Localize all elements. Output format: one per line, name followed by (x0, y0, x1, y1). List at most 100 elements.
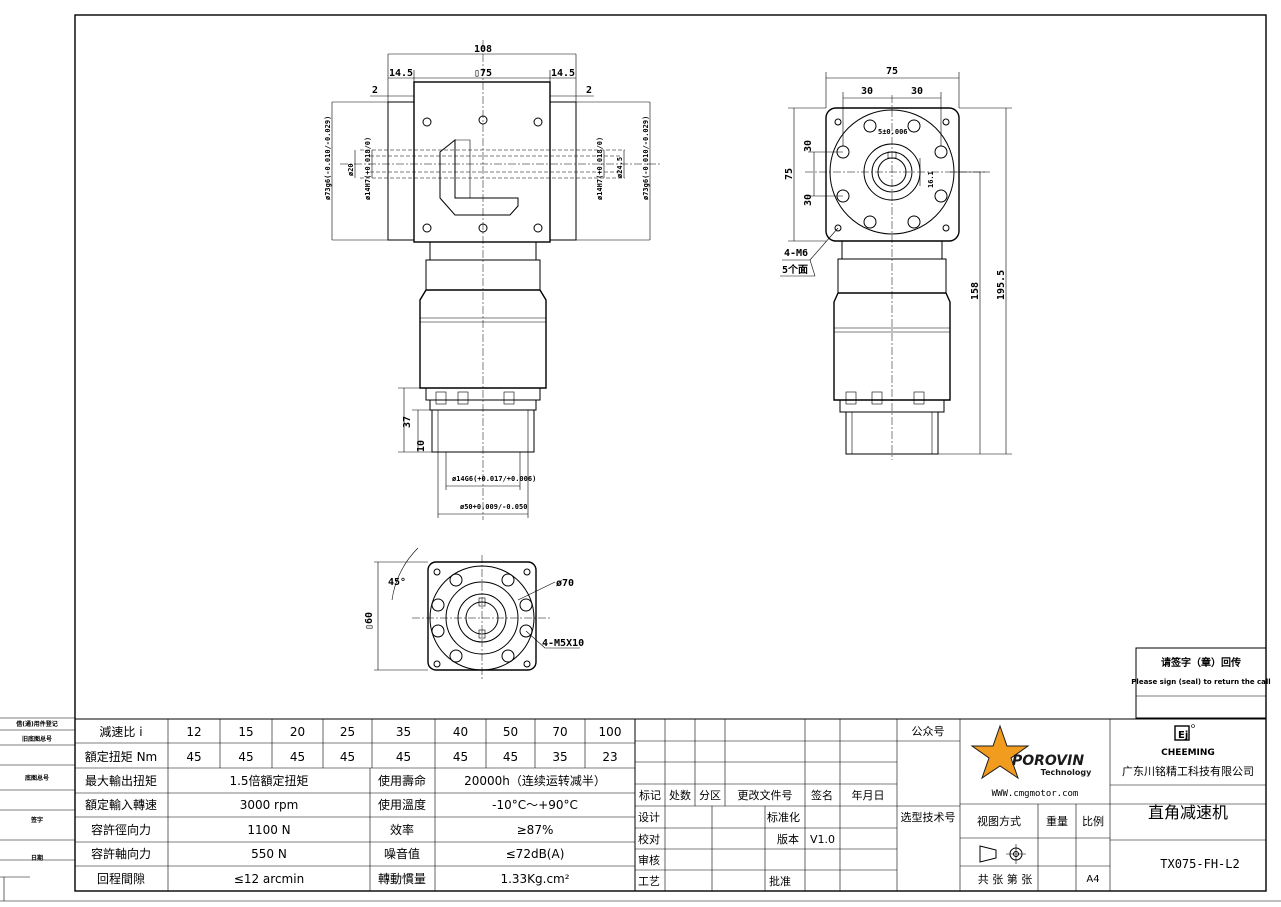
title-block: 标记处数分区更改文件号签名年月日 设计 标准化 校对 版本 V1.0 审核 工艺… (634, 718, 1267, 892)
dim-75-left: 75 (784, 168, 795, 180)
dim-d20: ø20 (347, 163, 355, 176)
design-label: 设计 (638, 811, 660, 824)
input-view: 45° ▯60 ø70 4-M5X10 (364, 547, 584, 680)
weight-label: 重量 (1046, 814, 1068, 828)
dim-158: 158 (970, 282, 981, 300)
dim-75-top: 75 (886, 66, 898, 77)
return-note-cn: 请签字（章）回传 (1161, 656, 1241, 669)
dim-2-left: 2 (372, 85, 378, 96)
dim-d50: ø50+0.009/-0.050 (460, 503, 527, 511)
spec-value-2: ≤72dB(A) (506, 847, 565, 861)
spec-value-2: -10°C～+90°C (492, 798, 578, 812)
dim-45deg: 45° (388, 577, 406, 588)
spec-label-2: 噪音值 (384, 846, 420, 861)
torque-value: 35 (552, 750, 567, 764)
spec-value: 3000 rpm (240, 798, 299, 812)
spec-value: 550 N (251, 847, 287, 861)
strip-sign: 签字 (30, 816, 43, 824)
website: WWW.cmgmotor.com (992, 789, 1079, 799)
torque-label: 額定扭矩 Nm (85, 749, 157, 764)
ratio-value: 100 (599, 725, 622, 739)
torque-value: 45 (396, 750, 411, 764)
rev-header: 年月日 (852, 788, 885, 802)
dim-195-5: 195.5 (996, 270, 1007, 300)
torque-value: 45 (186, 750, 201, 764)
drawing-frame (74, 14, 1267, 892)
spec-label-2: 效率 (390, 822, 414, 837)
strip-reg: 借(通)用件登记 (15, 720, 58, 728)
check-label: 校对 (638, 832, 660, 846)
spec-label-2: 使用溫度 (378, 797, 426, 812)
front-view: 108 14.5 ▯75 14.5 2 2 ø73g6(-0.010/-0.02… (324, 40, 660, 520)
brand-logo: POROVIN Technology (970, 724, 1092, 780)
logo-glyph: Ej (1178, 730, 1188, 741)
ratio-value: 25 (340, 725, 355, 739)
dim-30-d: 30 (803, 194, 814, 206)
spec-label: 回程間隙 (97, 871, 145, 886)
torque-value: 23 (602, 750, 617, 764)
dim-key: 5±0.006 (878, 128, 908, 136)
spec-label-2: 使用壽命 (378, 773, 426, 788)
ratio-value: 35 (396, 725, 411, 739)
craft-label: 工艺 (638, 875, 660, 888)
brand-name: POROVIN (1012, 753, 1084, 769)
ratio-label: 減速比 i (99, 724, 142, 739)
ratio-value: 40 (453, 725, 468, 739)
spec-value: 1100 N (247, 823, 290, 837)
dim-37: 37 (402, 416, 413, 428)
dim-d70: ø70 (556, 578, 574, 589)
note-m6: 4-M6 (784, 248, 808, 259)
dim-2-right: 2 (586, 85, 592, 96)
dim-14-5-left: 14.5 (389, 68, 413, 79)
sheets-label: 共 张 第 张 (978, 872, 1033, 886)
dim-d73-left: ø73g6(-0.010/-0.029) (324, 116, 332, 200)
side-view: 75 30 30 5±0.006 16.1 75 30 30 4-M6 5个面 … (780, 66, 1012, 460)
dim-sq60: ▯60 (364, 612, 375, 630)
strip-base: 底图总号 (25, 774, 49, 782)
dim-30-c: 30 (803, 140, 814, 152)
rev-header: 处数 (669, 789, 691, 802)
torque-value: 45 (238, 750, 253, 764)
ratio-value: 20 (290, 725, 305, 739)
company-logo: Ej (1174, 724, 1195, 741)
dim-d24-5: ø24.5 (616, 157, 624, 178)
spec-label-2: 轉動慣量 (378, 871, 426, 886)
logo-text: CHEEMING (1161, 748, 1215, 758)
rev-header: 更改文件号 (738, 788, 793, 802)
dim-d14g6: ø14G6(+0.017/+0.006) (452, 475, 536, 483)
tech-select-label: 选型技术号 (901, 810, 956, 824)
dim-108: 108 (474, 44, 492, 55)
note-m5: 4-M5X10 (542, 638, 584, 649)
dim-30-a: 30 (861, 86, 873, 97)
spec-label: 容許軸向力 (91, 846, 151, 861)
rev-header: 签名 (811, 788, 833, 802)
rev-header: 分区 (699, 789, 721, 802)
product-name: 直角减速机 (1148, 803, 1228, 822)
paper-size: A4 (1086, 874, 1099, 885)
return-note-box: 请签字（章）回传 Please sign (seal) to return th… (1131, 647, 1271, 719)
ratio-value: 15 (238, 725, 253, 739)
brand-sub: Technology (1041, 768, 1092, 777)
standardize-label: 标准化 (767, 810, 800, 824)
projection-symbol-icon (979, 844, 1026, 864)
ratio-value: 50 (503, 725, 518, 739)
ratio-value: 70 (552, 725, 567, 739)
torque-value: 45 (340, 750, 355, 764)
spec-value-2: 1.33Kg.cm² (500, 872, 569, 886)
return-note-en: Please sign (seal) to return the call (1131, 678, 1270, 686)
model-number: TX075-FH-L2 (1160, 857, 1239, 871)
strip-old: 旧底图总号 (22, 735, 52, 743)
spec-label: 額定輸入轉速 (85, 797, 157, 812)
torque-value: 45 (290, 750, 305, 764)
dim-d14-left: ø14H7(+0.018/0) (364, 137, 372, 200)
dim-16-1: 16.1 (927, 171, 935, 188)
version-label: 版本 (777, 832, 799, 846)
spec-value-2: ≥87% (517, 823, 554, 837)
view-method-label: 视图方式 (977, 814, 1021, 828)
scale-label: 比例 (1082, 814, 1104, 828)
dim-14-5-right: 14.5 (551, 68, 575, 79)
spec-label: 最大輸出扭矩 (85, 773, 157, 788)
dim-10: 10 (416, 440, 427, 452)
